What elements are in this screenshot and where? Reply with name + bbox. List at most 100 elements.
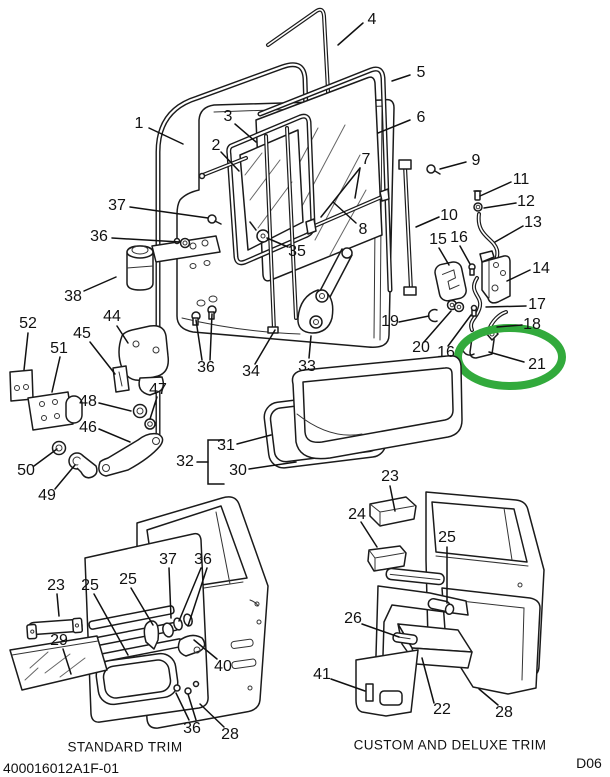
page-code: D06	[576, 755, 602, 771]
callout-21: 21	[528, 356, 546, 373]
part-16-pin-lower	[470, 304, 478, 317]
part-23-pad	[369, 496, 417, 527]
part-17-rod	[469, 276, 483, 332]
callout-45: 45	[73, 325, 91, 342]
callout-41: 41	[313, 666, 331, 683]
callout-44: 44	[103, 308, 121, 325]
callout-40: 40	[214, 658, 232, 675]
standard-trim-door	[84, 496, 269, 729]
callout-15: 15	[429, 231, 447, 248]
part-38-upper-hinge	[126, 235, 221, 291]
callout-24: 24	[348, 506, 366, 523]
callout-16: 16	[450, 229, 468, 246]
callout-28: 28	[221, 726, 239, 743]
part-24-pad	[367, 545, 407, 572]
callout-7: 7	[361, 151, 371, 168]
callout-5: 5	[416, 64, 426, 81]
callout-1: 1	[134, 115, 144, 132]
part-4-seal-strip	[266, 7, 331, 112]
callout-17: 17	[528, 296, 546, 313]
callout-10: 10	[440, 207, 458, 224]
callout-14: 14	[532, 260, 550, 277]
callout-25: 25	[119, 571, 137, 588]
callout-47: 47	[149, 381, 167, 398]
callout-20: 20	[412, 339, 430, 356]
callout-8: 8	[358, 221, 368, 238]
crank-40	[177, 634, 206, 657]
callout-3: 3	[223, 108, 233, 125]
callout-46: 46	[79, 419, 97, 436]
callout-34: 34	[242, 363, 260, 380]
callout-25: 25	[81, 577, 99, 594]
part-52-plate	[9, 369, 34, 402]
callout-22: 22	[433, 701, 451, 718]
part-20-washers	[446, 299, 465, 313]
part-15-escutcheon	[434, 261, 467, 302]
part-50-bushing	[51, 440, 67, 456]
callout-32: 32	[176, 453, 194, 470]
part-33-regulator	[297, 247, 353, 334]
part-23-pull-handle	[26, 617, 84, 640]
part-44-lower-hinge	[118, 324, 170, 396]
part-36-bolt-upper	[173, 237, 191, 249]
part-19-clip	[427, 308, 438, 323]
callout-13: 13	[524, 214, 542, 231]
callout-19: 19	[381, 313, 399, 330]
part-47-washer	[144, 418, 156, 430]
document-number: 400016012A1F-01	[3, 760, 119, 776]
callout-28: 28	[495, 704, 513, 721]
callout-37: 37	[159, 551, 177, 568]
part-51-plate	[27, 391, 83, 431]
part-48-bushing	[132, 403, 148, 419]
callout-6: 6	[416, 109, 426, 126]
caption-standard-trim: STANDARD TRIM	[67, 739, 183, 755]
part-29-glass-panel	[9, 635, 108, 691]
part-7-8-glass-channel	[305, 188, 390, 235]
part-2-vent-strip	[198, 156, 248, 180]
callout-50: 50	[17, 462, 35, 479]
part-26-strap	[392, 632, 418, 645]
highlight-ellipse	[454, 324, 566, 390]
callout-52: 52	[19, 315, 37, 332]
callout-26: 26	[344, 610, 362, 627]
callout-23: 23	[47, 577, 65, 594]
custom-deluxe-door	[355, 491, 545, 717]
callout-36: 36	[183, 720, 201, 737]
callout-4: 4	[367, 11, 377, 28]
callout-51: 51	[50, 340, 68, 357]
callout-36: 36	[90, 228, 108, 245]
part-9-screw	[426, 164, 441, 175]
callout-36: 36	[194, 551, 212, 568]
caption-custom-deluxe-trim: CUSTOM AND DELUXE TRIM	[353, 737, 547, 753]
callout-48: 48	[79, 393, 97, 410]
part-30-31-pocket	[263, 354, 463, 469]
part-49-spacer	[68, 452, 98, 479]
callout-9: 9	[471, 152, 481, 169]
callout-31: 31	[217, 437, 235, 454]
leader-lines	[23, 22, 531, 728]
callout-35: 35	[288, 243, 306, 260]
part-16-screw-upper	[468, 263, 476, 276]
callout-49: 49	[38, 487, 56, 504]
part-14-latch	[479, 250, 511, 304]
part-35-vent-pivot	[249, 221, 270, 243]
callout-11: 11	[512, 171, 530, 188]
part-10-rear-channel	[398, 159, 417, 296]
callout-36: 36	[197, 359, 215, 376]
callout-23: 23	[381, 468, 399, 485]
callout-38: 38	[64, 288, 82, 305]
callout-25: 25	[438, 529, 456, 546]
part-25-clip	[427, 598, 455, 615]
part-41-kick-panel	[355, 649, 419, 717]
callout-16: 16	[437, 344, 455, 361]
part-12-grommet	[473, 202, 483, 212]
callout-29: 29	[50, 632, 68, 649]
callout-37: 37	[108, 197, 126, 214]
part-37-screw	[207, 214, 222, 225]
part-46-check-strap	[98, 432, 164, 477]
callout-33: 33	[298, 358, 316, 375]
callout-12: 12	[517, 193, 535, 210]
callout-2: 2	[211, 137, 221, 154]
